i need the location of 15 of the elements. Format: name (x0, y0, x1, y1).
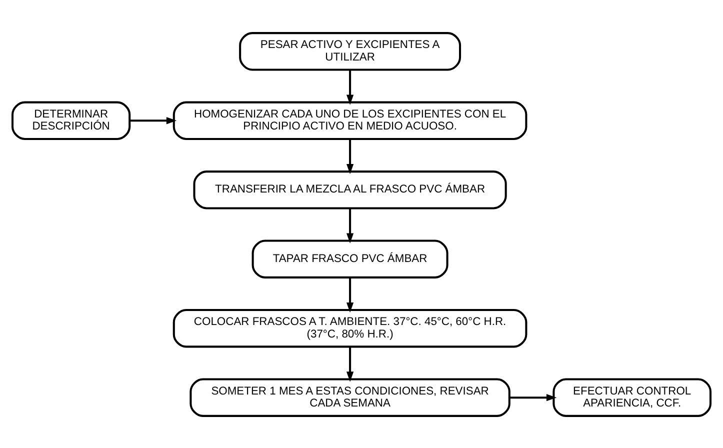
arrow (346, 346, 354, 382)
node-box: EFECTUAR CONTROL APARIENCIA, CCF. (552, 378, 712, 416)
node-box: SOMETER 1 MES A ESTAS CONDICIONES, REVISAR CADA SEMANA (190, 378, 510, 416)
arrow (346, 70, 354, 104)
arrow (346, 277, 354, 312)
arrow (346, 208, 354, 243)
node-box: TAPAR FRASCO PVC ÁMBAR (252, 239, 448, 278)
node-box: COLOCAR FRASCOS A T. AMBIENTE. 37°C. 45°C, 60°C H.R. (37°C, 80% H.R.) (172, 308, 528, 348)
arrow (346, 138, 354, 174)
node-box: PESAR ACTIVO Y EXCIPIENTES A UTILIZAR (239, 32, 462, 70)
node-box: TRANSFERIR LA MEZCLA AL FRASCO PVC ÁMBAR (193, 170, 507, 209)
arrow (130, 116, 177, 124)
arrow (510, 394, 557, 401)
node-box: DETERMINAR DESCRIPCIÓN (11, 100, 131, 140)
node-box: HOMOGENIZAR CADA UNO DE LOS EXCIPIENTES CON EL PRINCIPIO ACTIVO EN MEDIO ACUOSO. (172, 100, 528, 140)
